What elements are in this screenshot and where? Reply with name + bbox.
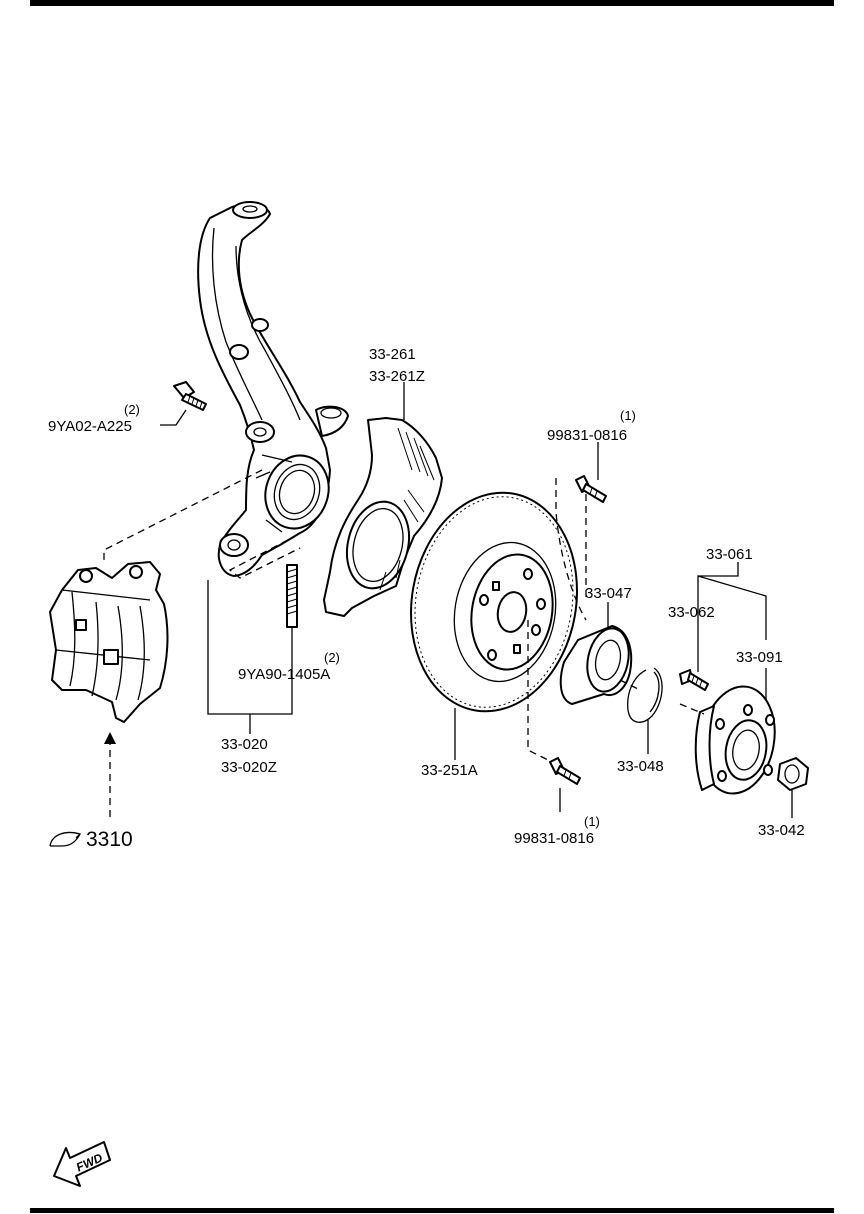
fwd-arrow-icon [53, 1141, 111, 1187]
hub-bolt-label: 33-062 [668, 604, 715, 621]
reference-arrow-icon [49, 831, 82, 847]
brake-caliper [49, 561, 169, 723]
fwd-indicator: FWD [53, 1141, 111, 1187]
caliper-reference: 3310 [49, 828, 133, 851]
knuckle-label-2: 33-020Z [221, 759, 277, 776]
leader-lines [160, 382, 793, 818]
knuckle-stud [286, 564, 298, 628]
assembly-lines [103, 469, 705, 820]
screw-top-label: 99831-0816 [547, 427, 627, 444]
dust-cover-label-2: 33-261Z [369, 368, 425, 385]
stud-qty: (2) [324, 650, 340, 665]
nut-label: 33-042 [758, 822, 805, 839]
hub-assembly-label: 33-061 [706, 546, 753, 563]
disc-screw-bottom [549, 757, 581, 785]
hub-label: 33-091 [736, 649, 783, 666]
caliper-reference-label: 3310 [86, 828, 133, 851]
screw-top-qty: (1) [620, 408, 636, 423]
disc-screw-top [575, 475, 607, 503]
wheel-bearing [559, 625, 633, 705]
hub-nut [777, 757, 809, 791]
dust-cover-label-1: 33-261 [369, 346, 416, 363]
screw-bottom-label: 99831-0816 [514, 830, 594, 847]
hub-bolt [679, 669, 709, 691]
bearing-label: 33-047 [585, 585, 632, 602]
wheel-hub [694, 685, 776, 795]
stud-label: 9YA90-1405A [238, 666, 330, 683]
knuckle-label-1: 33-020 [221, 736, 268, 753]
caliper-reference-arrow-icon [104, 732, 116, 744]
steering-knuckle [197, 201, 349, 577]
brake-disc [410, 491, 578, 713]
knuckle-bolt-label: 9YA02-A225 [48, 418, 132, 435]
knuckle-bolt [173, 381, 207, 411]
screw-bottom-qty: (1) [584, 814, 600, 829]
snap-ring [627, 667, 663, 723]
snap-ring-label: 33-048 [617, 758, 664, 775]
top-border-bar [30, 0, 834, 6]
bottom-border-bar [30, 1208, 834, 1213]
knuckle-bolt-qty: (2) [124, 402, 140, 417]
disc-label: 33-251A [421, 762, 478, 779]
dust-cover [323, 417, 443, 617]
